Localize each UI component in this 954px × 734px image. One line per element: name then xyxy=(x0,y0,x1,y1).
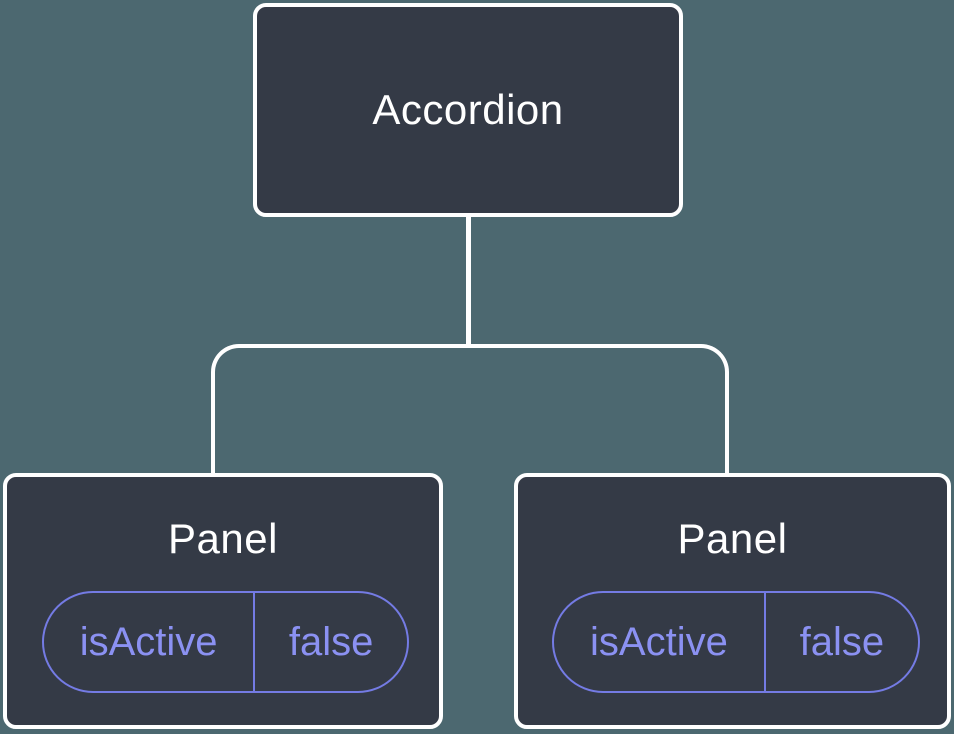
state-value-label: false xyxy=(288,620,374,664)
state-key-label: isActive xyxy=(44,593,256,691)
panel-node-right: Panel isActive false xyxy=(514,473,951,729)
connector-stem-line xyxy=(466,205,471,347)
accordion-node-label: Accordion xyxy=(372,86,564,133)
accordion-node: Accordion xyxy=(253,3,683,217)
panel-node-label: Panel xyxy=(677,515,788,562)
state-key-label: isActive xyxy=(554,593,766,691)
state-pill: isActive false xyxy=(42,591,409,693)
panel-node-label: Panel xyxy=(168,515,278,562)
panel-node-left: Panel isActive false xyxy=(3,473,443,729)
connector-branch-line xyxy=(211,344,729,474)
state-value-label: false xyxy=(799,620,885,664)
state-pill: isActive false xyxy=(552,591,920,693)
